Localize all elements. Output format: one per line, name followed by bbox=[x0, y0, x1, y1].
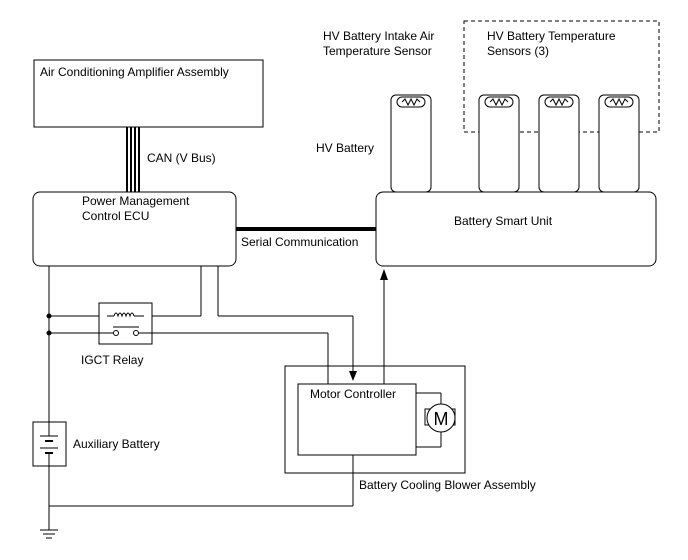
battery-smart-unit-label: Battery Smart Unit bbox=[454, 214, 553, 228]
intake-air-sensor-icon bbox=[396, 96, 426, 108]
hv-battery-label: HV Battery bbox=[316, 141, 375, 155]
can-bus-wires bbox=[126, 127, 140, 192]
temp-sensor-icon bbox=[484, 96, 514, 108]
aux-battery-symbol bbox=[32, 421, 67, 467]
temp-sensor-icon bbox=[544, 96, 574, 108]
ground-icon bbox=[40, 506, 58, 539]
ac-amplifier-label: Air Conditioning Amplifier Assembly bbox=[40, 65, 229, 79]
motor-controller-label: Motor Controller bbox=[310, 387, 397, 401]
serial-comm-label: Serial Communication bbox=[241, 235, 359, 249]
aux-battery-label: Auxiliary Battery bbox=[73, 437, 160, 451]
hv-battery-cells bbox=[390, 94, 640, 193]
junction-dot bbox=[46, 330, 52, 336]
temp-sensor-icon bbox=[604, 96, 634, 108]
motor-controller-box bbox=[297, 383, 417, 456]
blower-assembly-label: Battery Cooling Blower Assembly bbox=[359, 478, 536, 492]
battery-smart-unit-box bbox=[375, 191, 657, 267]
blower-assembly-box bbox=[284, 365, 466, 474]
can-bus-label: CAN (V Bus) bbox=[147, 151, 216, 165]
ac-amplifier-box bbox=[33, 59, 264, 128]
power-mgmt-ecu-label: Power Management Control ECU bbox=[82, 194, 190, 223]
arrow-down-icon bbox=[349, 371, 357, 381]
igct-relay-label: IGCT Relay bbox=[81, 353, 144, 367]
intake-sensor-label: HV Battery Intake Air Temperature Sensor bbox=[323, 29, 435, 58]
junction-dot bbox=[46, 313, 52, 319]
power-wires bbox=[48, 266, 354, 507]
arrow-up-icon bbox=[380, 269, 388, 280]
temp-sensors-label: HV Battery Temperature Sensors (3) bbox=[487, 29, 616, 58]
igct-relay-symbol bbox=[98, 302, 153, 345]
temp-sensors-group bbox=[463, 20, 660, 133]
motor-label: M bbox=[434, 409, 449, 429]
motor-icon bbox=[416, 392, 456, 448]
